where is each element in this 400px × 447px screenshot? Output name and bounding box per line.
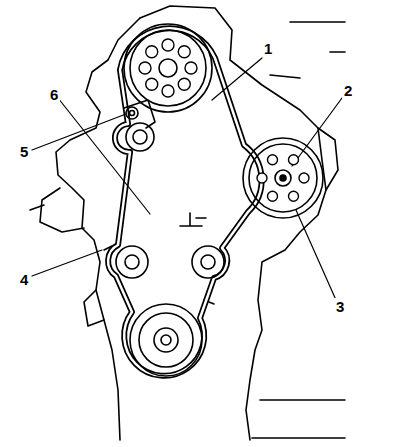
pulley-holes [139,39,309,201]
callout-number: 4 [18,271,30,288]
callout-number: 2 [342,82,354,99]
callout-number: 3 [334,298,346,315]
callout-number: 5 [18,143,30,160]
callout-number: 1 [262,40,274,57]
callout-number: 6 [48,86,60,103]
